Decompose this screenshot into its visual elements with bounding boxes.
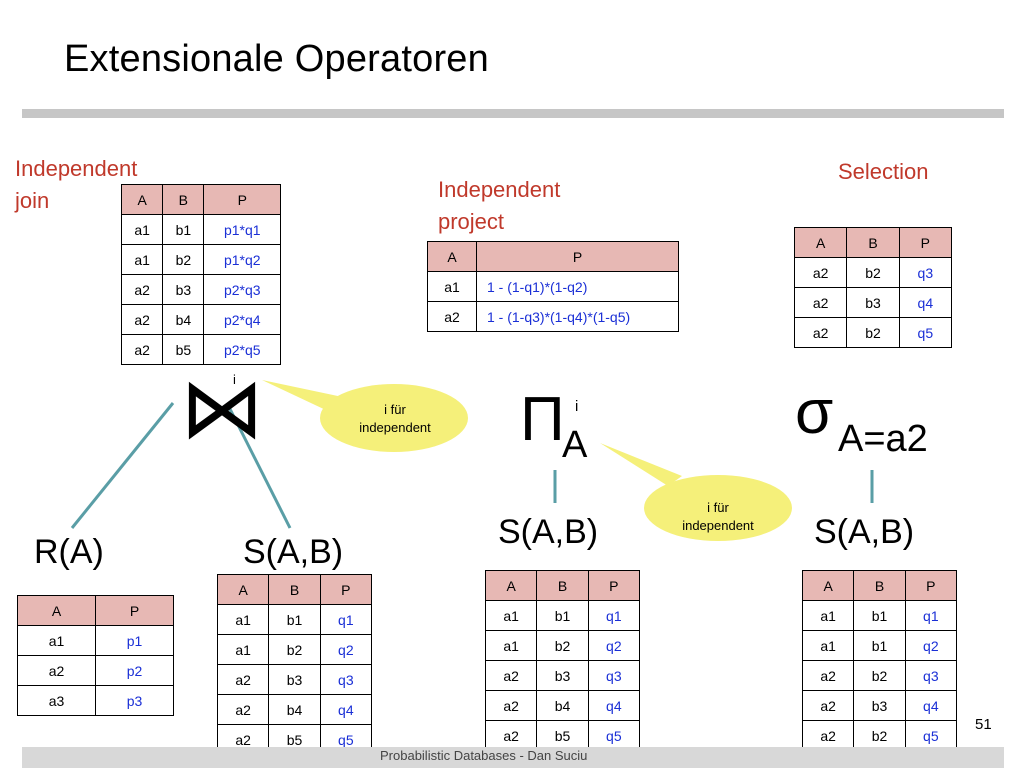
join-superscript: i bbox=[233, 372, 236, 387]
footer-bar bbox=[22, 747, 1004, 768]
edge-join-r bbox=[70, 402, 175, 529]
project-subscript: A bbox=[562, 424, 588, 466]
bubble-join-shape bbox=[262, 380, 468, 452]
select-symbol: σ bbox=[795, 378, 834, 447]
title-divider bbox=[22, 109, 1004, 118]
bubble-project-shape bbox=[600, 443, 792, 541]
join-symbol: ⋈ bbox=[180, 361, 264, 455]
relation-s-select-label: S(A,B) bbox=[814, 513, 915, 551]
project-symbol: Π bbox=[520, 385, 565, 454]
select-subscript: A=a2 bbox=[838, 418, 928, 460]
relation-s-join-label: S(A,B) bbox=[243, 533, 344, 571]
slide-title: Extensionale Operatoren bbox=[64, 38, 489, 80]
label-selection: Selection bbox=[838, 159, 929, 184]
footer-text: Probabilistic Databases - Dan Suciu bbox=[380, 748, 588, 763]
page-number: 51 bbox=[975, 716, 992, 733]
edge-join-s bbox=[226, 404, 292, 529]
relation-s-project-label: S(A,B) bbox=[498, 513, 599, 551]
project-superscript: i bbox=[575, 398, 579, 415]
relation-r-label: R(A) bbox=[34, 533, 104, 571]
